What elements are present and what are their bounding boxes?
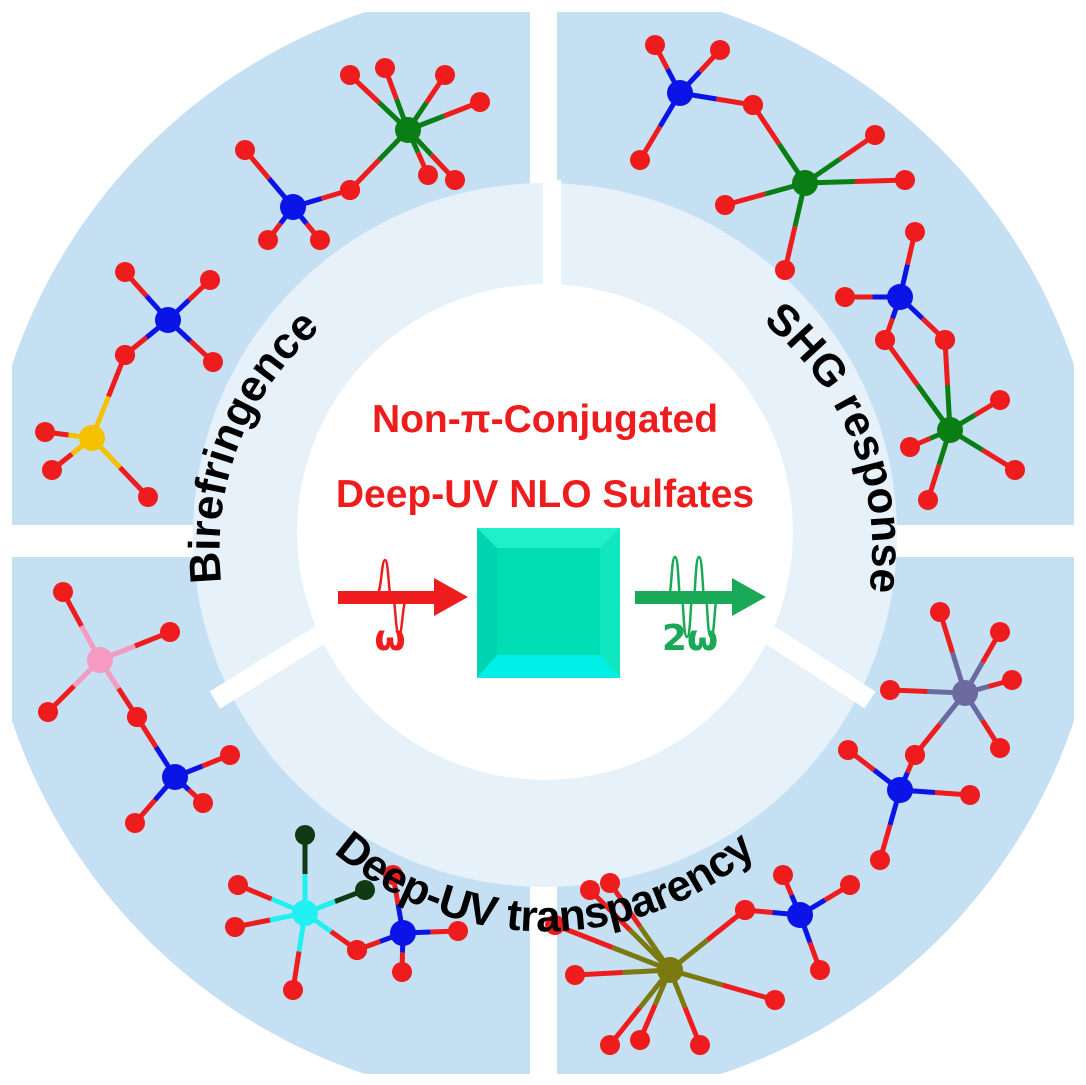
ligand-atom xyxy=(383,865,403,885)
ligand-atom xyxy=(645,35,665,55)
ligand-atom xyxy=(228,875,248,895)
ligand-atom xyxy=(35,422,55,442)
ligand-atom xyxy=(127,707,147,727)
ligand-atom xyxy=(470,92,490,112)
ligand-atom xyxy=(200,270,220,290)
crystal-icon xyxy=(477,528,620,678)
output-frequency-label: 2ω xyxy=(662,618,718,659)
central-atom xyxy=(390,920,416,946)
ligand-atom xyxy=(53,582,73,602)
ligand-atom xyxy=(418,165,438,185)
central-atom xyxy=(657,957,683,983)
ligand-atom xyxy=(138,487,158,507)
ligand-atom xyxy=(743,95,763,115)
ligand-atom xyxy=(340,180,360,200)
ligand-atom xyxy=(600,1035,620,1055)
ligand-atom xyxy=(1005,460,1025,480)
ligand-atom xyxy=(905,222,925,242)
ligand-atom xyxy=(355,880,375,900)
ligand-atom xyxy=(203,352,223,372)
title-line-1: Non-π-Conjugated xyxy=(372,398,718,441)
ligand-atom xyxy=(445,170,465,190)
ligand-atom xyxy=(225,917,245,937)
central-atom xyxy=(887,777,913,803)
ligand-atom xyxy=(900,437,920,457)
ligand-atom xyxy=(565,965,585,985)
ligand-atom xyxy=(835,287,855,307)
ligand-atom xyxy=(235,140,255,160)
ligand-atom xyxy=(630,1030,650,1050)
ligand-atom xyxy=(375,58,395,78)
central-atom xyxy=(937,417,963,443)
ligand-atom xyxy=(630,150,650,170)
ligand-atom xyxy=(42,460,62,480)
ligand-atom xyxy=(600,873,620,893)
central-atom xyxy=(155,307,181,333)
title-line-2: Deep-UV NLO Sulfates xyxy=(336,473,754,516)
ligand-atom xyxy=(690,1035,710,1055)
ligand-atom xyxy=(960,785,980,805)
ligand-atom xyxy=(115,262,135,282)
central-atom xyxy=(162,764,188,790)
ligand-atom xyxy=(115,345,135,365)
bond xyxy=(554,922,614,950)
ligand-atom xyxy=(838,740,858,760)
ligand-atom xyxy=(193,793,213,813)
ligand-atom xyxy=(865,125,885,145)
ligand-atom xyxy=(347,940,367,960)
central-atom xyxy=(280,194,306,220)
ligand-atom xyxy=(258,230,278,250)
central-atom xyxy=(952,680,978,706)
ligand-atom xyxy=(340,65,360,85)
ligand-atom xyxy=(990,622,1010,642)
ligand-atom xyxy=(220,745,240,765)
ligand-atom xyxy=(918,490,938,510)
central-atom xyxy=(87,647,113,673)
ligand-atom xyxy=(990,738,1010,758)
central-atom xyxy=(292,900,318,926)
ligand-atom xyxy=(765,990,785,1010)
ligand-atom xyxy=(990,390,1010,410)
ligand-atom xyxy=(310,230,330,250)
ligand-atom xyxy=(1002,670,1022,690)
molecule-structures xyxy=(35,35,1025,1055)
central-atom xyxy=(667,80,693,106)
inner-ring-gap-left xyxy=(209,626,326,709)
ligand-atom xyxy=(895,170,915,190)
ligand-atom xyxy=(935,330,955,350)
central-atom xyxy=(887,284,913,310)
ligand-atom xyxy=(715,195,735,215)
ligand-atom xyxy=(435,65,455,85)
ligand-atom xyxy=(448,921,468,941)
ligand-atom xyxy=(38,702,58,722)
ligand-atom xyxy=(735,900,755,920)
ligand-atom xyxy=(870,850,890,870)
ligand-atom xyxy=(775,260,795,280)
ligand-atom xyxy=(283,980,303,1000)
ligand-atom xyxy=(773,865,793,885)
ligand-atom xyxy=(295,825,315,845)
ligand-atom xyxy=(125,813,145,833)
central-atom xyxy=(787,902,813,928)
ligand-atom xyxy=(545,915,565,935)
ligand-atom xyxy=(160,622,180,642)
ligand-atom xyxy=(710,40,730,60)
central-atom xyxy=(395,117,421,143)
ligand-atom xyxy=(810,960,830,980)
input-frequency-label: ω xyxy=(374,618,405,659)
output-beam-arrow-icon xyxy=(635,555,766,639)
ligand-atom xyxy=(880,680,900,700)
ligand-atom xyxy=(580,880,600,900)
input-beam-arrow-icon xyxy=(338,558,468,636)
ligand-atom xyxy=(930,602,950,622)
central-atom xyxy=(79,425,105,451)
ligand-atom xyxy=(392,962,412,982)
central-atom xyxy=(792,170,818,196)
ligand-atom xyxy=(875,330,895,350)
inner-ring-gap-right xyxy=(764,626,876,709)
ligand-atom xyxy=(840,875,860,895)
ligand-atom xyxy=(905,745,925,765)
